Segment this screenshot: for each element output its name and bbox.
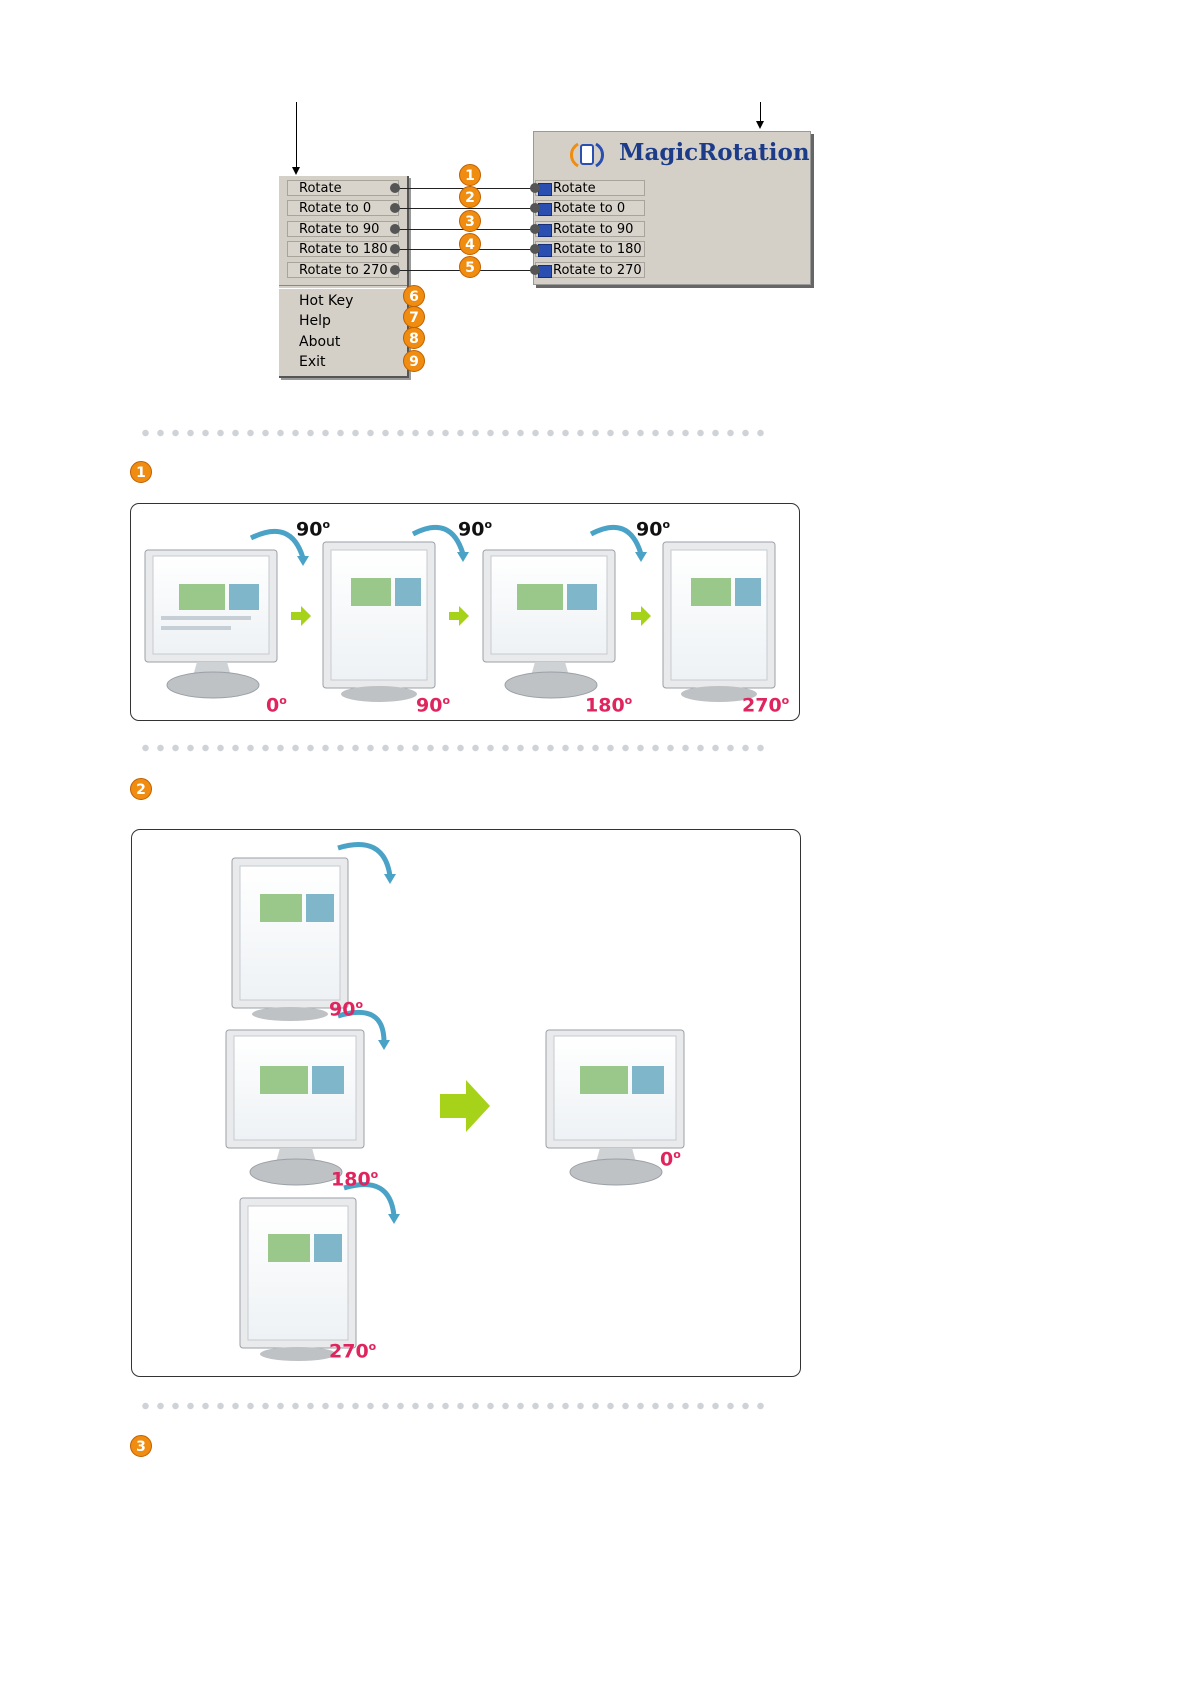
rotate-180-icon: [538, 244, 552, 257]
monitor-0-icon: [545, 1029, 685, 1186]
connector-dot: [390, 244, 400, 254]
connector-dot: [530, 203, 540, 213]
section-1-badge: 1: [130, 461, 152, 483]
window-button-label: Rotate: [553, 181, 596, 196]
rotation-sequence-diagram: [144, 524, 776, 702]
connector-dot: [530, 183, 540, 193]
rotate-icon: [538, 183, 552, 196]
section-3-badge: 3: [130, 1435, 152, 1457]
dotted-divider: [138, 428, 768, 438]
green-arrow-icon: [440, 1080, 490, 1132]
degree-value: 90: [416, 694, 443, 717]
pointer-arrowhead-menu: [292, 167, 300, 175]
step-angle-label-2: 90o: [458, 518, 493, 541]
degree-value: 180: [331, 1168, 371, 1191]
magic-rotation-buttons: Rotate Rotate to 0 Rotate to 90 Rotate t…: [535, 180, 650, 290]
callout-badge-8: 8: [403, 327, 425, 349]
callout-badge-5: 5: [459, 256, 481, 278]
step-angle-label-1: 90o: [296, 518, 331, 541]
degree-value: 90: [329, 998, 356, 1021]
degree-value: 270: [742, 694, 782, 717]
connector-dot: [390, 183, 400, 193]
degree-label-270: 270o: [742, 694, 790, 717]
connector-dot: [390, 265, 400, 275]
pointer-line-menu: [296, 102, 297, 168]
magic-rotation-title: MagicRotation: [619, 139, 810, 166]
degree-label-90: 90o: [329, 998, 364, 1021]
callout-badge-3: 3: [459, 210, 481, 232]
rotate-0-icon: [538, 203, 552, 216]
connector-line-2: [395, 208, 535, 209]
pointer-arrowhead-window: [756, 121, 764, 129]
connector-dot: [530, 224, 540, 234]
menu-separator: [279, 285, 407, 289]
rotate-to-zero-diagram: [225, 842, 685, 1361]
step-angle-label-3: 90o: [636, 518, 671, 541]
callout-badge-1: 1: [459, 164, 481, 186]
degree-label-270: 270o: [329, 1340, 377, 1363]
monitor-180-icon: [482, 549, 616, 699]
window-button-rotate-to-270[interactable]: Rotate to 270: [535, 262, 645, 278]
dotted-divider: [138, 1401, 768, 1411]
window-button-rotate-to-0[interactable]: Rotate to 0: [535, 200, 645, 216]
monitor-180-icon: [225, 1029, 365, 1186]
menu-item-rotate-to-270[interactable]: Rotate to 270: [287, 262, 399, 278]
menu-item-exit[interactable]: Exit: [299, 354, 326, 370]
monitor-90-icon: [322, 541, 436, 702]
callout-badge-2: 2: [459, 186, 481, 208]
degree-value: 0: [266, 694, 280, 717]
green-arrow-icon: [291, 606, 651, 626]
callout-badge-9: 9: [403, 350, 425, 372]
degree-label-90: 90o: [416, 694, 451, 717]
dotted-divider: [138, 743, 768, 753]
degree-label-0: 0o: [266, 694, 287, 717]
context-menu: Rotate Rotate to 0 Rotate to 90 Rotate t…: [279, 176, 409, 378]
connector-dot: [530, 265, 540, 275]
window-button-rotate[interactable]: Rotate: [535, 180, 645, 196]
callout-badge-4: 4: [459, 233, 481, 255]
degree-value: 270: [329, 1340, 369, 1363]
callout-badge-6: 6: [403, 285, 425, 307]
window-button-label: Rotate to 90: [553, 222, 634, 237]
blue-rotation-arrow-icon: [337, 842, 397, 1217]
window-button-rotate-to-90[interactable]: Rotate to 90: [535, 221, 645, 237]
menu-item-rotate-to-90[interactable]: Rotate to 90: [287, 221, 399, 237]
degree-value: 0: [660, 1148, 674, 1171]
rotate-270-icon: [538, 265, 552, 278]
degree-label-180: 180o: [585, 694, 633, 717]
menu-item-rotate[interactable]: Rotate: [287, 180, 399, 196]
menu-item-help[interactable]: Help: [299, 313, 331, 329]
pointer-line-window: [760, 102, 761, 121]
connector-dot: [390, 203, 400, 213]
menu-item-rotate-to-180[interactable]: Rotate to 180: [287, 241, 399, 257]
section-2-panel: [131, 829, 801, 1377]
section-1-panel: [130, 503, 800, 721]
connector-dot: [530, 244, 540, 254]
monitor-270-icon: [662, 541, 776, 702]
callout-badge-7: 7: [403, 306, 425, 328]
degree-label-180: 180o: [331, 1168, 379, 1191]
window-button-rotate-to-180[interactable]: Rotate to 180: [535, 241, 645, 257]
step-angle-value: 90: [636, 518, 663, 541]
window-button-label: Rotate to 0: [553, 201, 626, 216]
menu-item-hot-key[interactable]: Hot Key: [299, 293, 354, 309]
magic-rotation-logo-icon: [570, 142, 604, 168]
menu-item-rotate-to-0[interactable]: Rotate to 0: [287, 200, 399, 216]
rotate-90-icon: [538, 224, 552, 237]
connector-dot: [390, 224, 400, 234]
section-2-badge: 2: [130, 778, 152, 800]
degree-label-0: 0o: [660, 1148, 681, 1171]
blue-rotation-arrow-icon: [249, 524, 644, 559]
menu-item-about[interactable]: About: [299, 334, 341, 350]
window-button-label: Rotate to 180: [553, 242, 642, 257]
monitor-90-icon: [231, 857, 349, 1021]
degree-value: 180: [585, 694, 625, 717]
step-angle-value: 90: [296, 518, 323, 541]
monitor-0-icon: [144, 549, 278, 699]
window-button-label: Rotate to 270: [553, 263, 642, 278]
step-angle-value: 90: [458, 518, 485, 541]
monitor-270-icon: [239, 1197, 357, 1361]
